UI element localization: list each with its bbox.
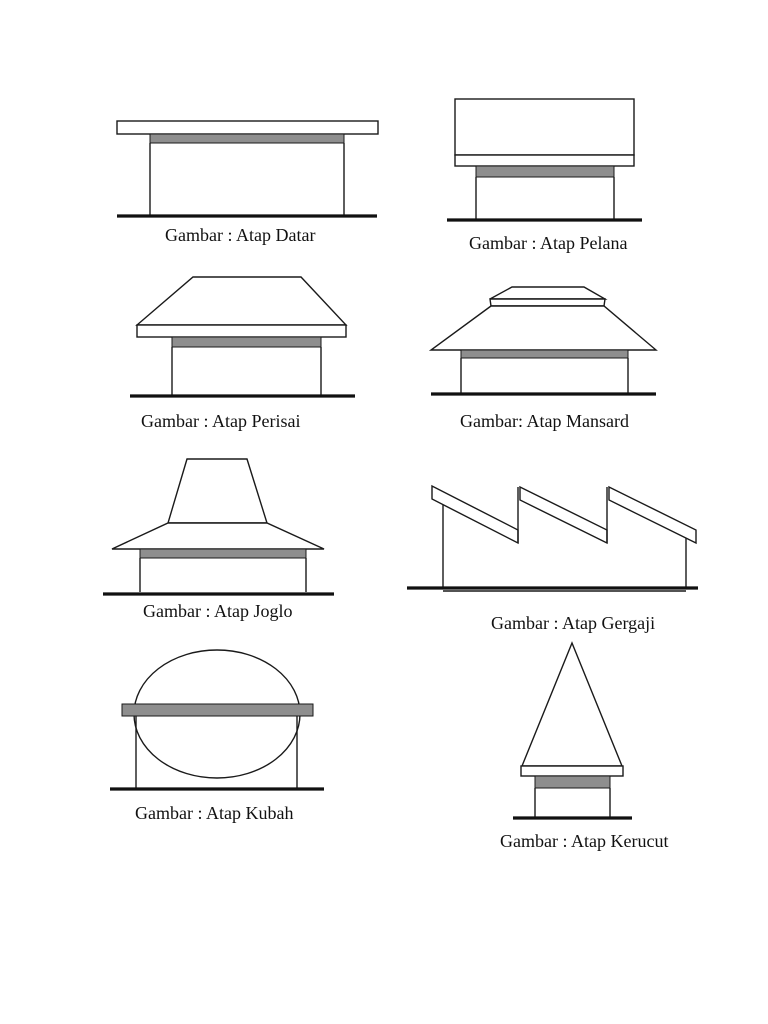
hip-roof-eave [136,324,347,338]
caption-atap-kerucut: Gambar : Atap Kerucut [500,831,668,851]
ring-beam [121,703,314,717]
flat-roof-slab [116,120,379,135]
gable-roof-eave [454,154,635,167]
gable-roof-face [454,98,635,156]
diagram-atap-joglo: Gambar : Atap Joglo [103,458,334,621]
cone-roof-eave [520,765,624,777]
caption-atap-joglo: Gambar : Atap Joglo [143,601,292,621]
mansard-lower-roof [428,305,658,351]
joglo-upper-roof [167,458,268,524]
diagram-atap-kerucut: Gambar : Atap Kerucut [500,641,668,851]
sawtooth-roof-3 [608,485,697,545]
ring-beam [534,775,611,789]
mansard-upper-roof [489,286,608,300]
diagram-atap-gergaji: Gambar : Atap Gergaji [407,484,698,633]
ring-beam [475,165,615,178]
diagram-atap-perisai: Gambar : Atap Perisai [130,276,355,431]
sawtooth-roof-1 [431,484,519,545]
caption-atap-kubah: Gambar : Atap Kubah [135,803,293,823]
cone-roof [520,641,624,767]
diagram-atap-datar: Gambar : Atap Datar [116,120,379,245]
joglo-lower-roof [111,522,325,550]
diagram-atap-kubah: Gambar : Atap Kubah [110,649,324,823]
hip-roof-face [135,276,348,326]
caption-atap-datar: Gambar : Atap Datar [165,225,315,245]
caption-atap-mansard: Gambar: Atap Mansard [460,411,629,431]
ring-beam [460,349,629,359]
caption-atap-pelana: Gambar : Atap Pelana [469,233,627,253]
caption-atap-gergaji: Gambar : Atap Gergaji [491,613,655,633]
diagram-atap-pelana: Gambar : Atap Pelana [447,98,642,253]
ring-beam [149,133,345,144]
caption-atap-perisai: Gambar : Atap Perisai [141,411,300,431]
ring-beam [171,336,322,348]
sawtooth-roof-2 [519,485,608,545]
mansard-upper-band [489,298,606,307]
diagram-atap-mansard: Gambar: Atap Mansard [428,286,658,431]
ring-beam [139,548,307,559]
